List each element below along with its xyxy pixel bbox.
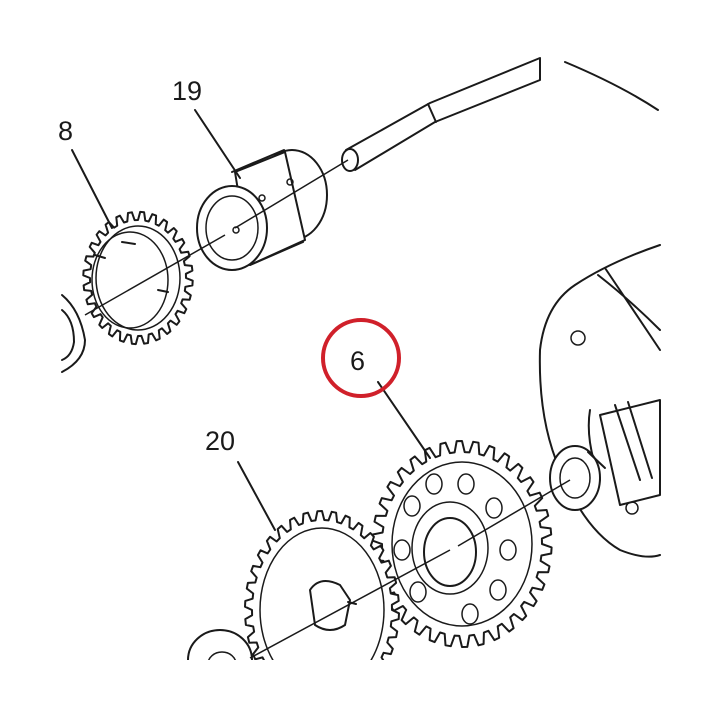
label-part-6: 6 bbox=[350, 346, 365, 376]
gear8-rim bbox=[95, 225, 181, 331]
left-partial-part bbox=[61, 294, 86, 373]
gear20-rim bbox=[259, 527, 385, 660]
shaft bbox=[341, 57, 541, 172]
highlight-circle bbox=[321, 318, 401, 398]
gear-8 bbox=[82, 210, 194, 346]
crank-stub bbox=[549, 399, 661, 511]
label-part-20: 20 bbox=[205, 426, 235, 456]
washer bbox=[187, 629, 253, 660]
housing bbox=[538, 61, 661, 558]
leader-lines bbox=[71, 109, 431, 531]
label-part-8: 8 bbox=[58, 116, 73, 146]
axis-lines bbox=[84, 159, 571, 659]
gear8-teeth bbox=[82, 210, 194, 346]
gear6-rim bbox=[391, 461, 533, 627]
gear-6-holes bbox=[393, 473, 517, 625]
label-part-19: 19 bbox=[172, 76, 202, 106]
gear-8-detail bbox=[91, 231, 169, 329]
gear-20-hub bbox=[309, 580, 357, 631]
sleeve-19 bbox=[196, 149, 328, 271]
